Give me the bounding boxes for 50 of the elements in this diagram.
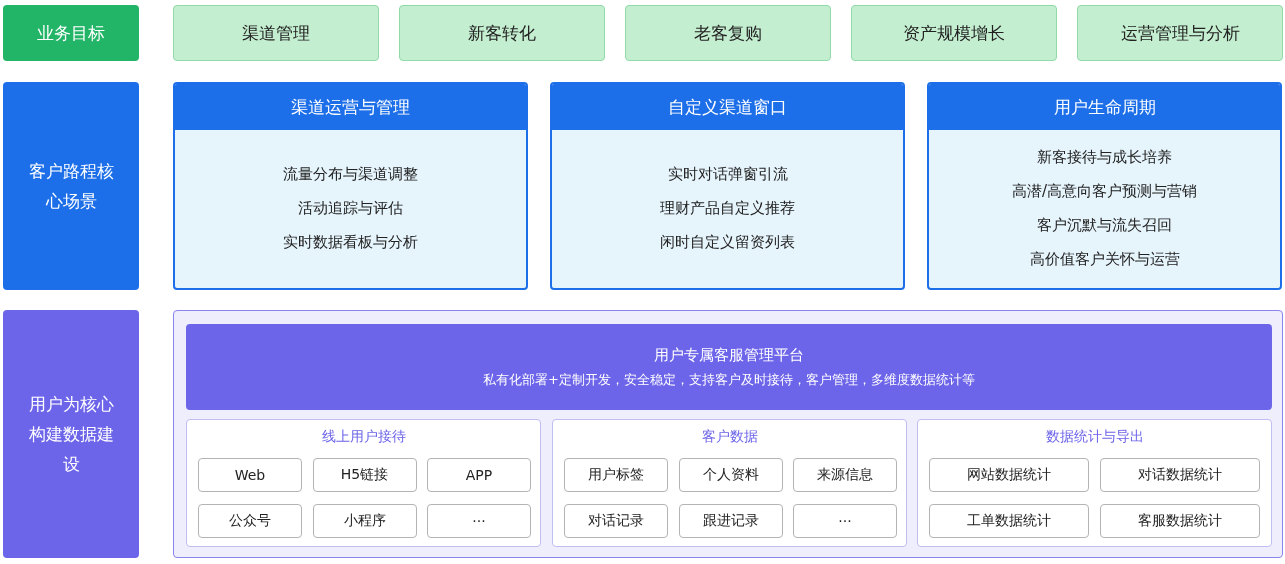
platform-panel bbox=[173, 310, 1283, 558]
feature-tag: 个人资料 bbox=[678, 458, 783, 492]
feature-tag: H5链接 bbox=[312, 458, 417, 492]
feature-tag: 客服数据统计 bbox=[1100, 504, 1260, 538]
goal-tag: 新客转化 bbox=[399, 5, 605, 61]
card-header: 自定义渠道窗口 bbox=[552, 84, 903, 130]
scenario-card bbox=[927, 82, 1282, 290]
module-title: 客户数据 bbox=[700, 428, 759, 446]
scenario-item: 流量分布与渠道调整 bbox=[283, 164, 418, 185]
scenario-item: 理财产品自定义推荐 bbox=[660, 198, 795, 219]
platform-banner bbox=[186, 324, 1272, 410]
feature-tag: Web bbox=[198, 458, 302, 492]
feature-tag: ··· bbox=[427, 504, 531, 538]
scenario-item: 新客接待与成长培养 bbox=[1037, 147, 1172, 168]
module-title: 数据统计与导出 bbox=[1044, 428, 1145, 446]
feature-tag: 对话数据统计 bbox=[1100, 458, 1260, 492]
feature-tag: 跟进记录 bbox=[678, 504, 783, 538]
scenario-item: 实时对话弹窗引流 bbox=[667, 164, 788, 185]
category-label: 用户为核心构建数据建设 bbox=[3, 310, 139, 558]
feature-tag: ··· bbox=[793, 504, 897, 538]
goal-tag: 运营管理与分析 bbox=[1077, 5, 1283, 61]
platform-description: 私有化部署+定制开发，安全稳定，支持客户及时接待，客户管理，多维度数据统计等 bbox=[483, 371, 975, 389]
goal-tag: 渠道管理 bbox=[173, 5, 379, 61]
module-panel bbox=[917, 419, 1272, 547]
scenario-item: 高潜/高意向客户预测与营销 bbox=[1011, 181, 1198, 202]
category-label: 业务目标 bbox=[3, 5, 139, 61]
feature-tag: APP bbox=[427, 458, 531, 492]
feature-tag: 工单数据统计 bbox=[929, 504, 1089, 538]
category-label: 客户路程核心场景 bbox=[3, 82, 139, 290]
scenario-item: 实时数据看板与分析 bbox=[283, 232, 418, 253]
goal-tag: 老客复购 bbox=[625, 5, 831, 61]
feature-tag: 小程序 bbox=[312, 504, 417, 538]
feature-tag: 来源信息 bbox=[793, 458, 897, 492]
scenario-card bbox=[550, 82, 905, 290]
scenario-card bbox=[173, 82, 528, 290]
module-panel bbox=[186, 419, 541, 547]
scenario-item: 闲时自定义留资列表 bbox=[660, 232, 795, 253]
scenario-item: 高价值客户关怀与运营 bbox=[1029, 249, 1180, 270]
scenario-item: 客户沉默与流失召回 bbox=[1037, 215, 1172, 236]
goal-tag: 资产规模增长 bbox=[851, 5, 1057, 61]
feature-tag: 对话记录 bbox=[564, 504, 668, 538]
scenario-item: 活动追踪与评估 bbox=[298, 198, 403, 219]
feature-tag: 用户标签 bbox=[564, 458, 668, 492]
feature-tag: 网站数据统计 bbox=[929, 458, 1089, 492]
platform-title: 用户专属客服管理平台 bbox=[654, 345, 804, 366]
feature-tag: 公众号 bbox=[198, 504, 302, 538]
module-panel bbox=[552, 419, 907, 547]
module-title: 线上用户接待 bbox=[320, 428, 407, 446]
card-header: 用户生命周期 bbox=[929, 84, 1280, 130]
card-header: 渠道运营与管理 bbox=[175, 84, 526, 130]
